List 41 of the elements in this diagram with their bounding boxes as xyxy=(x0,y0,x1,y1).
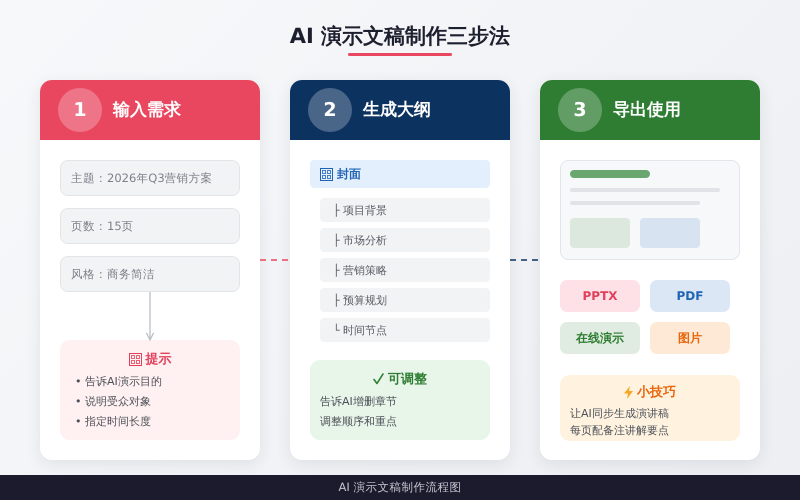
outline-section-bar xyxy=(310,160,490,188)
bullet-item: • 告诉AI演示目的 xyxy=(74,374,162,390)
tip-panel xyxy=(60,340,240,440)
step-title: 生成大纲 xyxy=(363,99,431,122)
tip-heading: 小技巧 xyxy=(637,384,676,401)
step-title: 输入需求 xyxy=(113,99,181,122)
tip-line: 每页配备注讲解要点 xyxy=(570,423,669,439)
tip-heading: 提示 xyxy=(146,351,172,368)
bullet-item: • 说明受众对象 xyxy=(74,394,151,410)
tip-line: 调整顺序和重点 xyxy=(320,414,397,430)
outline-item: └ 时间节点 xyxy=(320,318,490,342)
format-tag: PPTX xyxy=(560,280,640,312)
step-card xyxy=(290,80,510,460)
format-tag: PDF xyxy=(650,280,730,312)
tip-panel xyxy=(560,375,740,441)
outline-item: ├ 预算规划 xyxy=(320,288,490,312)
tip-line: 让AI同步生成演讲稿 xyxy=(570,406,669,422)
step-card xyxy=(40,80,260,460)
dashed-connector xyxy=(510,259,540,261)
step-card xyxy=(540,80,760,460)
bullet-item: • 指定时间长度 xyxy=(74,414,151,430)
tip-panel xyxy=(310,360,490,440)
section-title: 封面 xyxy=(337,166,361,182)
arrow xyxy=(146,292,154,341)
dashed-connector xyxy=(260,259,290,261)
step-title: 导出使用 xyxy=(613,99,681,122)
outline-item: ├ 营销策略 xyxy=(320,258,490,282)
input-field: 主题：2026年Q3营销方案 xyxy=(60,160,240,196)
title: AI 演示文稿制作三步法 xyxy=(290,23,510,50)
step-number-badge: 1 xyxy=(58,88,102,132)
format-tag: 图片 xyxy=(650,322,730,354)
input-field: 风格：商务简洁 xyxy=(60,256,240,292)
caption: AI 演示文稿制作流程图 xyxy=(338,480,462,495)
tip-heading: 可调整 xyxy=(388,371,427,388)
step-number-badge: 3 xyxy=(558,88,602,132)
outline-item: ├ 项目背景 xyxy=(320,198,490,222)
outline-item: ├ 市场分析 xyxy=(320,228,490,252)
format-tag: 在线演示 xyxy=(560,322,640,354)
input-field: 页数：15页 xyxy=(60,208,240,244)
step-number-badge: 2 xyxy=(308,88,352,132)
tip-line: 告诉AI增删章节 xyxy=(320,394,397,410)
